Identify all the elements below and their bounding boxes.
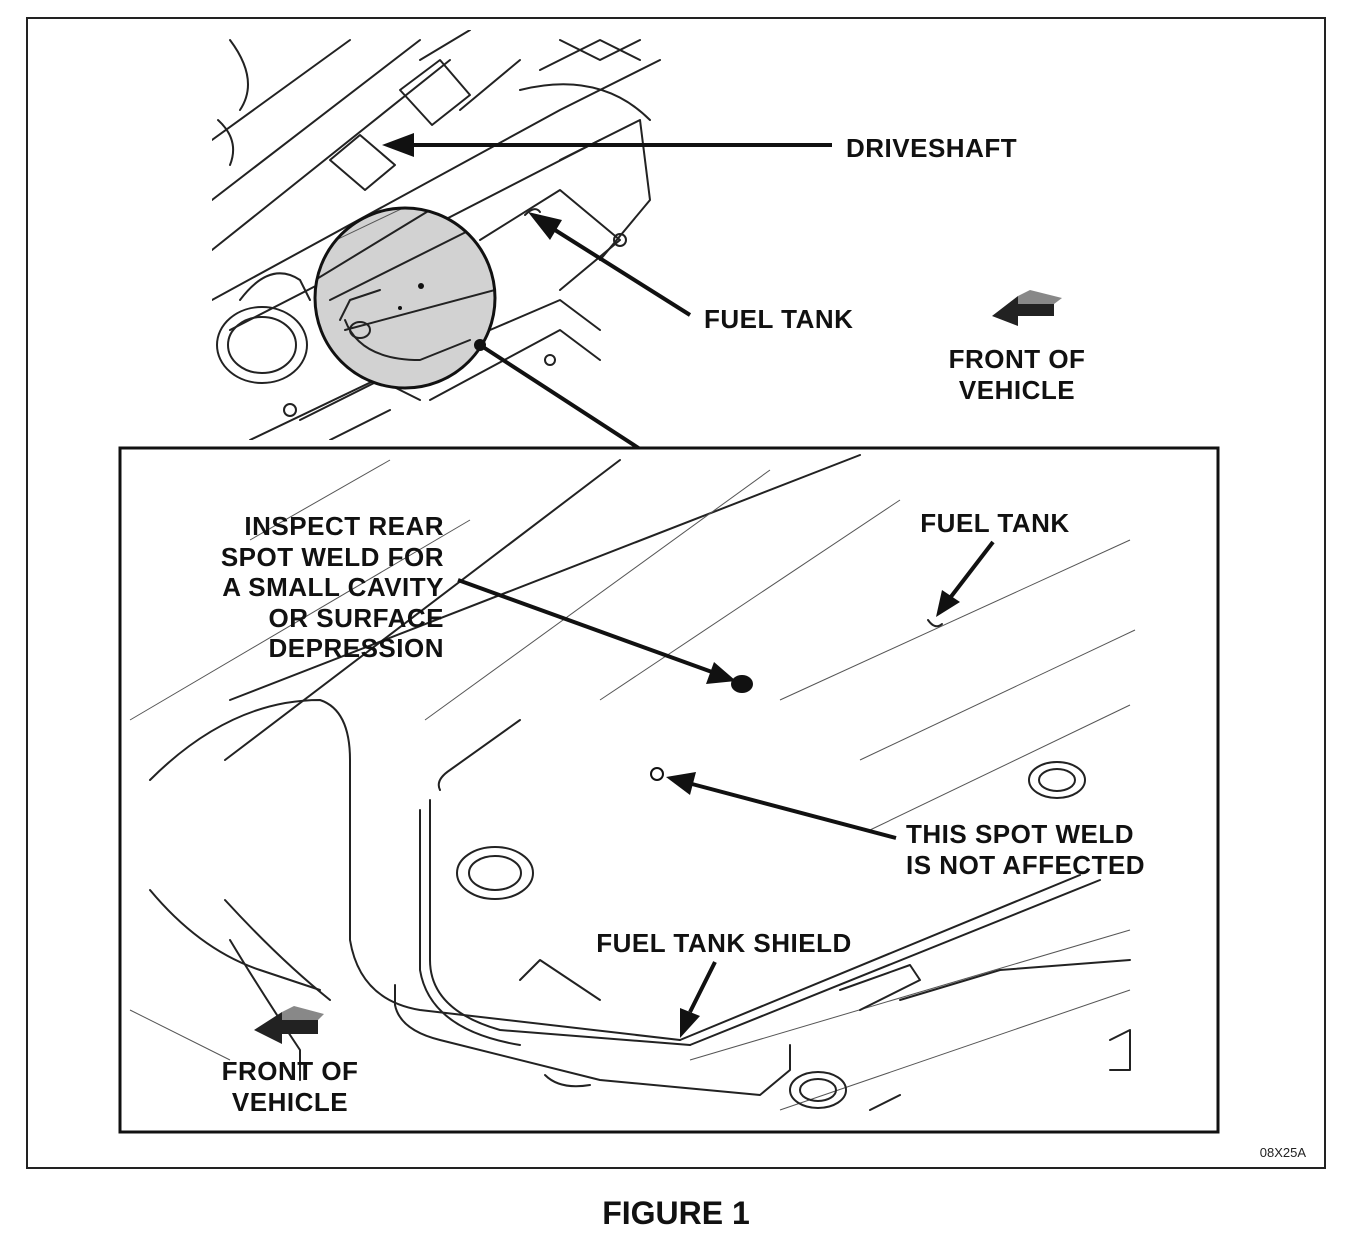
front-of-vehicle-top-line1: FRONT OF — [949, 344, 1086, 374]
overview-illustration — [212, 30, 661, 440]
inspect-text-line3: A SMALL CAVITY — [222, 572, 444, 602]
not-affected-leader — [666, 772, 897, 840]
unaffected-spot-weld-marker — [650, 767, 664, 781]
inspect-text-line5: DEPRESSION — [269, 633, 445, 663]
inspect-weld-leader — [457, 578, 736, 684]
figure-code: 08X25A — [1260, 1145, 1307, 1160]
callout-connector-dot — [474, 339, 486, 351]
fuel-tank-shield-label: FUEL TANK SHIELD — [596, 928, 851, 958]
front-of-vehicle-detail-line1: FRONT OF — [222, 1056, 359, 1086]
outer-frame — [26, 17, 1326, 1169]
callout-connector-line — [478, 343, 642, 451]
fuel-tank-leader-detail — [927, 540, 995, 628]
detail-illustration — [129, 454, 1136, 1111]
fuel-tank-label-detail: FUEL TANK — [920, 508, 1069, 538]
driveshaft-label: DRIVESHAFT — [846, 133, 1017, 163]
not-affected-line1: THIS SPOT WELD — [906, 819, 1134, 849]
front-of-vehicle-detail-line2: VEHICLE — [232, 1087, 348, 1117]
not-affected-line2: IS NOT AFFECTED — [906, 850, 1145, 880]
inspect-text-line2: SPOT WELD FOR — [221, 542, 444, 572]
figure-caption: FIGURE 1 — [602, 1195, 750, 1231]
front-arrow-detail-icon — [254, 1006, 324, 1044]
front-of-vehicle-top-line2: VEHICLE — [959, 375, 1075, 405]
fuel-tank-label-top: FUEL TANK — [704, 304, 853, 334]
front-arrow-top-icon — [992, 290, 1062, 326]
inspect-text-line4: OR SURFACE — [269, 603, 444, 633]
inspect-text-line1: INSPECT REAR — [244, 511, 444, 541]
affected-spot-weld-marker — [731, 675, 753, 693]
detail-callout-circle — [313, 206, 497, 390]
fuel-tank-shield-leader — [680, 961, 717, 1038]
fuel-tank-leader-top — [524, 208, 692, 317]
driveshaft-leader — [382, 133, 832, 157]
